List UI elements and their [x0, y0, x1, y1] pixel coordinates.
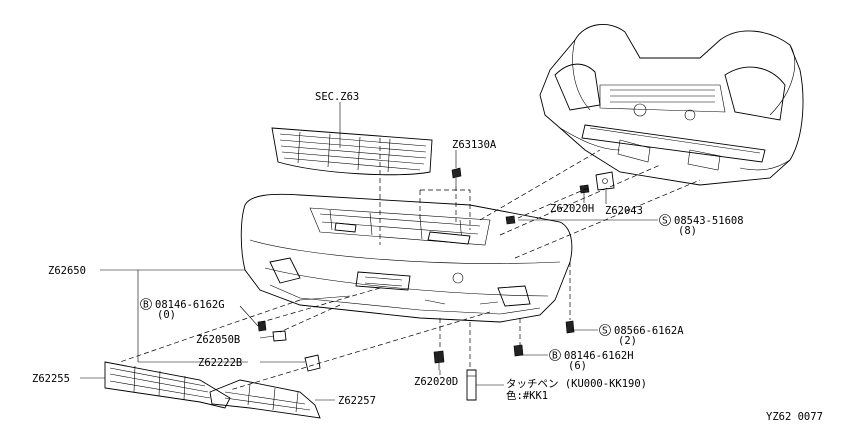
clip-62020d: [433, 350, 445, 370]
upper-grille: [271, 127, 433, 176]
label-z62257: Z62257: [338, 395, 376, 407]
label-color-code: 色:#KK1: [506, 389, 548, 402]
clip-62222b: [304, 354, 321, 372]
label-bolt-08543-qty: (8): [678, 225, 697, 237]
label-z62255: Z62255: [32, 373, 70, 385]
label-z62050b: Z62050B: [196, 334, 240, 346]
label-bolt-08146g: 08146-6162G: [155, 299, 225, 311]
bolt-08146g: [257, 320, 267, 332]
label-z62222b: Z62222B: [198, 357, 242, 369]
screw-62020h: [579, 184, 590, 194]
bumper-fascia: [240, 193, 573, 323]
svg-text:B: B: [143, 300, 149, 311]
bolt-08146h: [513, 344, 524, 357]
label-touch-up-pen: タッチペン (KU000-KK190): [506, 378, 647, 390]
label-sec-z63: SEC.Z63: [315, 91, 359, 103]
screw-08566: [565, 320, 575, 334]
touch-up-pen: [466, 369, 477, 401]
assembly-lines: [119, 138, 701, 391]
svg-text:B: B: [552, 351, 558, 362]
circle-symbol-s1: S: [659, 214, 671, 227]
circle-symbol-s2: S: [599, 324, 611, 337]
bolt-08543: [505, 215, 516, 225]
label-bolt-08146h: 08146-6162H: [564, 350, 634, 362]
leader-lines: [80, 102, 658, 401]
label-z62650: Z62650: [48, 265, 86, 277]
lower-grille-left: [104, 361, 231, 409]
label-z63130a: Z63130A: [452, 139, 497, 151]
label-z62043: Z62043: [605, 205, 643, 217]
label-screw-08566-qty: (2): [618, 335, 637, 347]
svg-text:S: S: [662, 216, 668, 227]
vehicle-front-body: [539, 24, 804, 186]
clip-62050b: [272, 330, 287, 342]
label-bolt-08146h-qty: (6): [568, 360, 587, 372]
svg-text:S: S: [602, 326, 608, 337]
circle-symbol-b1: B: [140, 298, 152, 311]
label-z62020h: Z62020H: [550, 203, 594, 215]
label-bolt-08146g-qty: (0): [157, 309, 176, 321]
circle-symbol-b2: B: [549, 349, 561, 362]
clip-63130a: [451, 167, 462, 186]
bracket-62043: [595, 171, 615, 191]
diagram-id: YZ62 0077: [766, 411, 823, 423]
label-screw-08566: 08566-6162A: [614, 325, 684, 337]
label-bolt-08543: 08543-51608: [674, 215, 744, 227]
lower-grille-right: [209, 379, 321, 419]
label-z62020d: Z62020D: [414, 376, 458, 388]
